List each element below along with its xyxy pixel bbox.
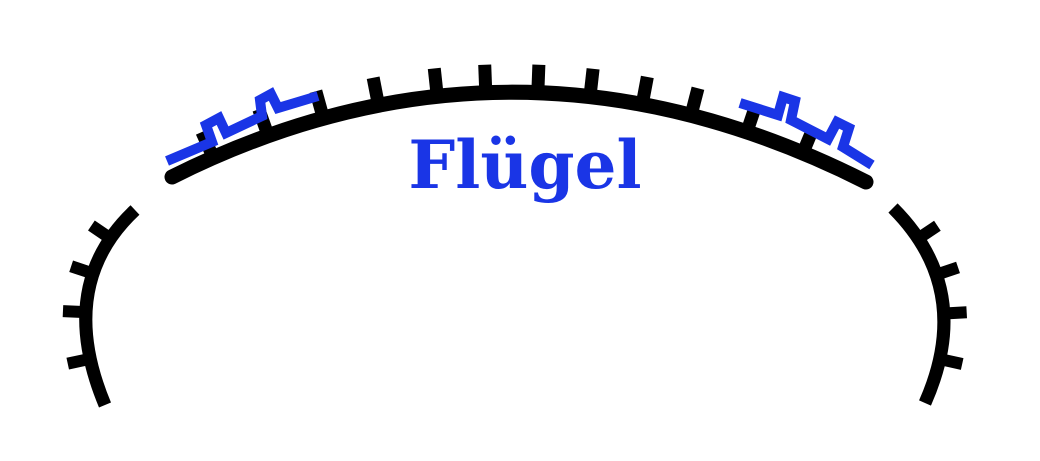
top-arch-line — [164, 84, 874, 190]
top-arch-tooth — [685, 86, 705, 115]
wing-label: Flügel — [408, 126, 641, 204]
left-arch-line — [79, 205, 140, 408]
top-arch-tooth — [366, 76, 385, 105]
top-arch-tooth — [478, 64, 493, 91]
top-arch-tooth — [427, 67, 444, 96]
top-arch-tooth — [583, 68, 600, 96]
right-flap-line — [738, 90, 875, 170]
right-arch-segment — [888, 203, 968, 406]
top-arch-tooth — [531, 64, 546, 91]
highlight-wing-right — [738, 90, 875, 170]
left-arch-tooth — [69, 260, 93, 279]
right-arch-tooth — [937, 261, 960, 280]
right-arch-line — [888, 203, 951, 406]
right-arch-tooth — [917, 220, 941, 242]
left-arch-tooth — [66, 353, 89, 370]
top-arch-segment — [164, 64, 874, 190]
right-arch-tooth — [946, 306, 968, 320]
top-arch-tooth — [636, 75, 654, 104]
highlight-wing-left — [165, 87, 320, 166]
left-flap-line — [165, 87, 320, 166]
left-arch-tooth — [88, 220, 112, 242]
left-arch-tooth — [62, 305, 84, 318]
left-arch-segment — [62, 205, 140, 408]
right-arch-tooth — [941, 353, 964, 370]
